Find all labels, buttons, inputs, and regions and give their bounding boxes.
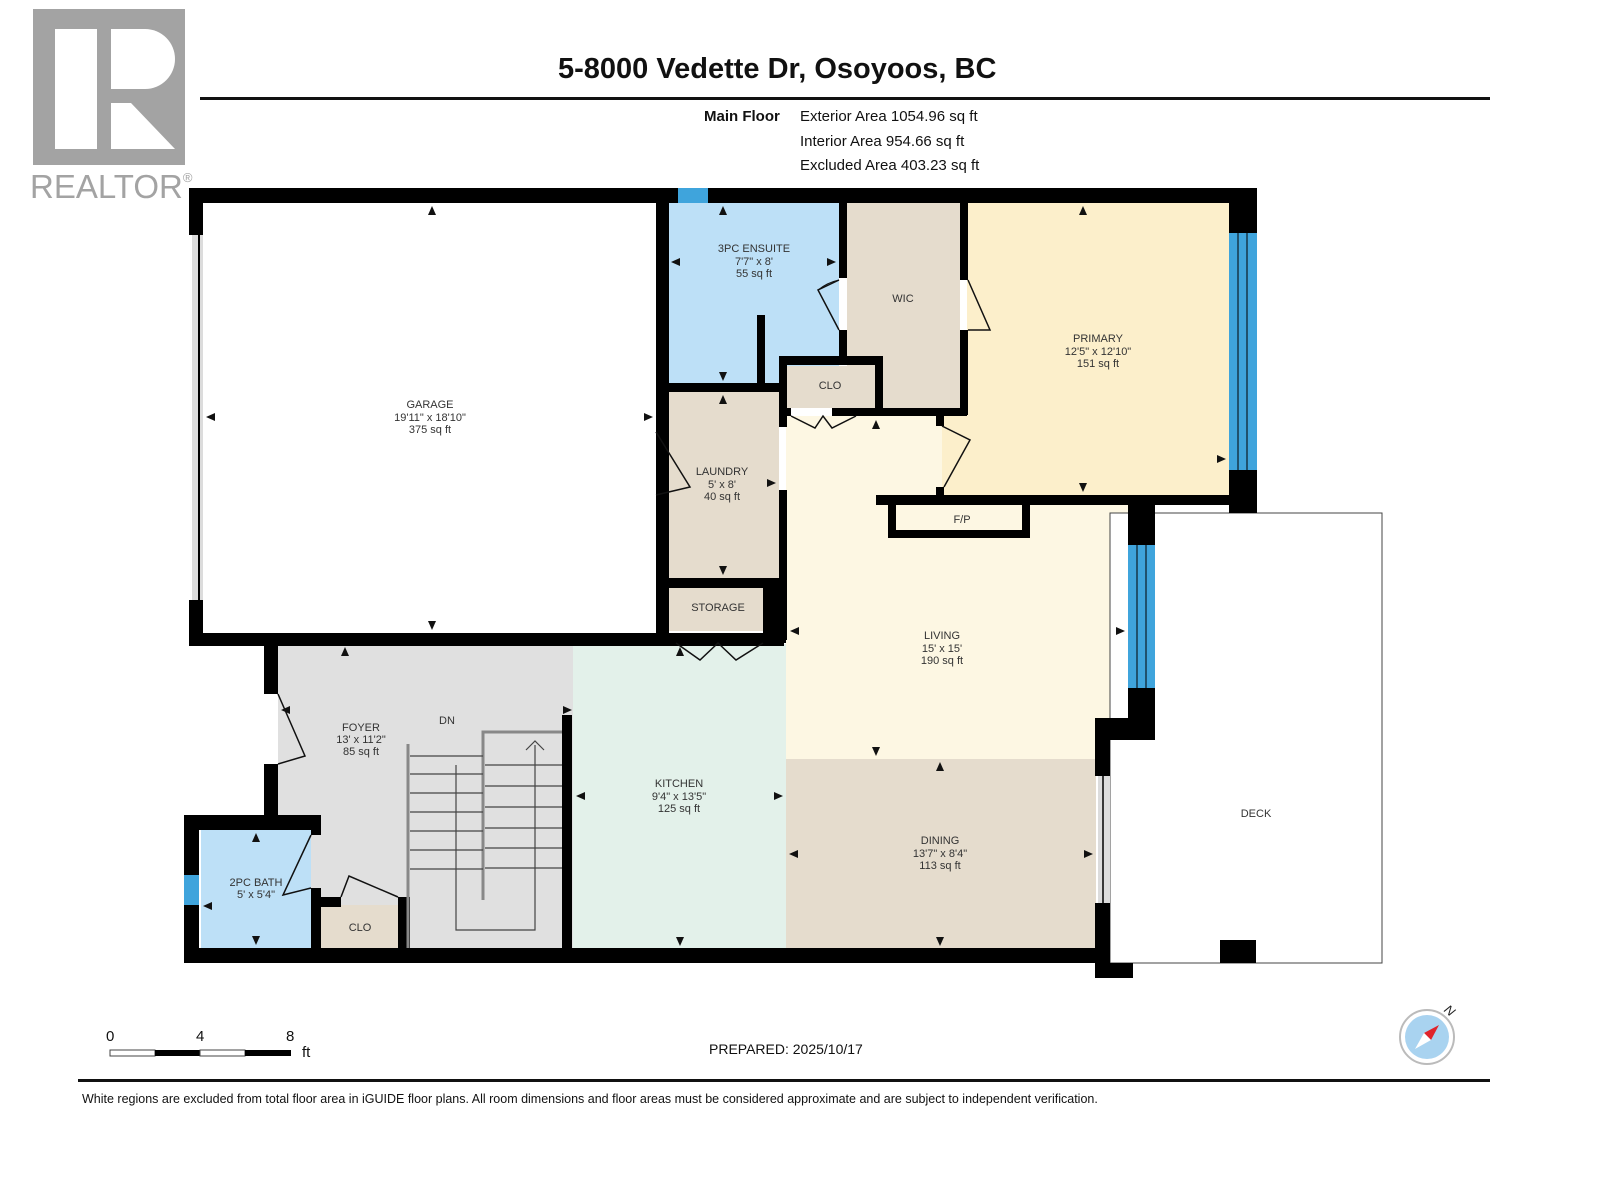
garage-name: GARAGE xyxy=(406,399,453,411)
realtor-logo-icon xyxy=(33,9,185,165)
scale-tick-8: 8 xyxy=(286,1028,295,1045)
wic-name: WIC xyxy=(892,293,913,305)
page-title: 5-8000 Vedette Dr, Osoyoos, BC xyxy=(558,53,997,85)
room-fireplace xyxy=(896,507,1022,532)
kitchen-name: KITCHEN xyxy=(655,778,703,790)
realtor-wordmark: REALTOR® xyxy=(30,168,193,205)
room-deck xyxy=(1109,512,1383,964)
room-garage xyxy=(203,203,656,633)
room-storage xyxy=(665,588,773,631)
primary-area: 151 sq ft xyxy=(1077,358,1119,370)
windows xyxy=(184,188,1257,905)
clo-lower-name: CLO xyxy=(349,922,372,934)
room-living-upper xyxy=(786,416,942,506)
kitchen-dims: 9'4" x 13'5" xyxy=(652,791,706,803)
ensuite-name: 3PC ENSUITE xyxy=(718,243,790,255)
dining-name: DINING xyxy=(921,835,960,847)
staircase xyxy=(406,730,562,948)
room-primary-notch xyxy=(942,416,1229,496)
realtor-r-glyph-icon xyxy=(55,29,175,149)
scale-unit: ft xyxy=(302,1044,311,1061)
deck-name: DECK xyxy=(1241,808,1272,820)
dining-area: 113 sq ft xyxy=(919,860,960,872)
foyer-area: 85 sq ft xyxy=(343,746,379,758)
garage-dims: 19'11" x 18'10" xyxy=(394,412,466,424)
disclaimer-text: White regions are excluded from total fl… xyxy=(82,1092,1098,1106)
scale-tick-0: 0 xyxy=(106,1028,115,1045)
ensuite-area: 55 sq ft xyxy=(736,268,772,280)
kitchen-area: 125 sq ft xyxy=(658,803,700,815)
stairs-label: DN xyxy=(439,715,455,727)
primary-dims: 12'5" x 12'10" xyxy=(1065,346,1132,358)
compass-icon xyxy=(1399,1009,1455,1065)
bath-dims: 5' x 5'4" xyxy=(237,889,275,901)
walls xyxy=(184,188,1257,978)
laundry-area: 40 sq ft xyxy=(704,491,740,503)
dining-dims: 13'7" x 8'4" xyxy=(913,848,967,860)
room-clo-upper xyxy=(787,366,875,408)
scale-tick-4: 4 xyxy=(196,1028,205,1045)
room-dining xyxy=(786,759,1096,949)
doors xyxy=(277,279,992,898)
garage-area: 375 sq ft xyxy=(409,424,451,436)
living-area: 190 sq ft xyxy=(921,655,963,667)
laundry-name: LAUNDRY xyxy=(696,466,749,478)
foyer-name: FOYER xyxy=(342,722,380,734)
footer-divider xyxy=(78,1079,1490,1082)
interior-area: Interior Area 954.66 sq ft xyxy=(800,133,965,150)
exterior-area: Exterior Area 1054.96 sq ft xyxy=(800,108,978,125)
laundry-dims: 5' x 8' xyxy=(708,479,736,491)
room-bath xyxy=(201,830,311,948)
living-name: LIVING xyxy=(924,630,960,642)
bath-name: 2PC BATH xyxy=(230,877,283,889)
primary-name: PRIMARY xyxy=(1073,333,1124,345)
scale-bar xyxy=(109,1049,291,1057)
ensuite-dims: 7'7" x 8' xyxy=(735,256,773,268)
room-ensuite xyxy=(669,203,839,383)
room-kitchen xyxy=(573,644,786,949)
room-clo-lower xyxy=(321,905,399,948)
storage-name: STORAGE xyxy=(691,602,745,614)
room-laundry xyxy=(667,392,779,578)
header-divider xyxy=(200,97,1490,100)
living-dims: 15' x 15' xyxy=(922,643,962,655)
foyer-dims: 13' x 11'2" xyxy=(336,734,386,746)
clo-upper-name: CLO xyxy=(819,380,842,392)
prepared-date: PREPARED: 2025/10/17 xyxy=(709,1041,863,1057)
floor-label: Main Floor xyxy=(704,108,780,125)
dimension-arrows xyxy=(203,206,1226,946)
excluded-area: Excluded Area 403.23 sq ft xyxy=(800,157,980,174)
fireplace-name: F/P xyxy=(953,514,970,526)
